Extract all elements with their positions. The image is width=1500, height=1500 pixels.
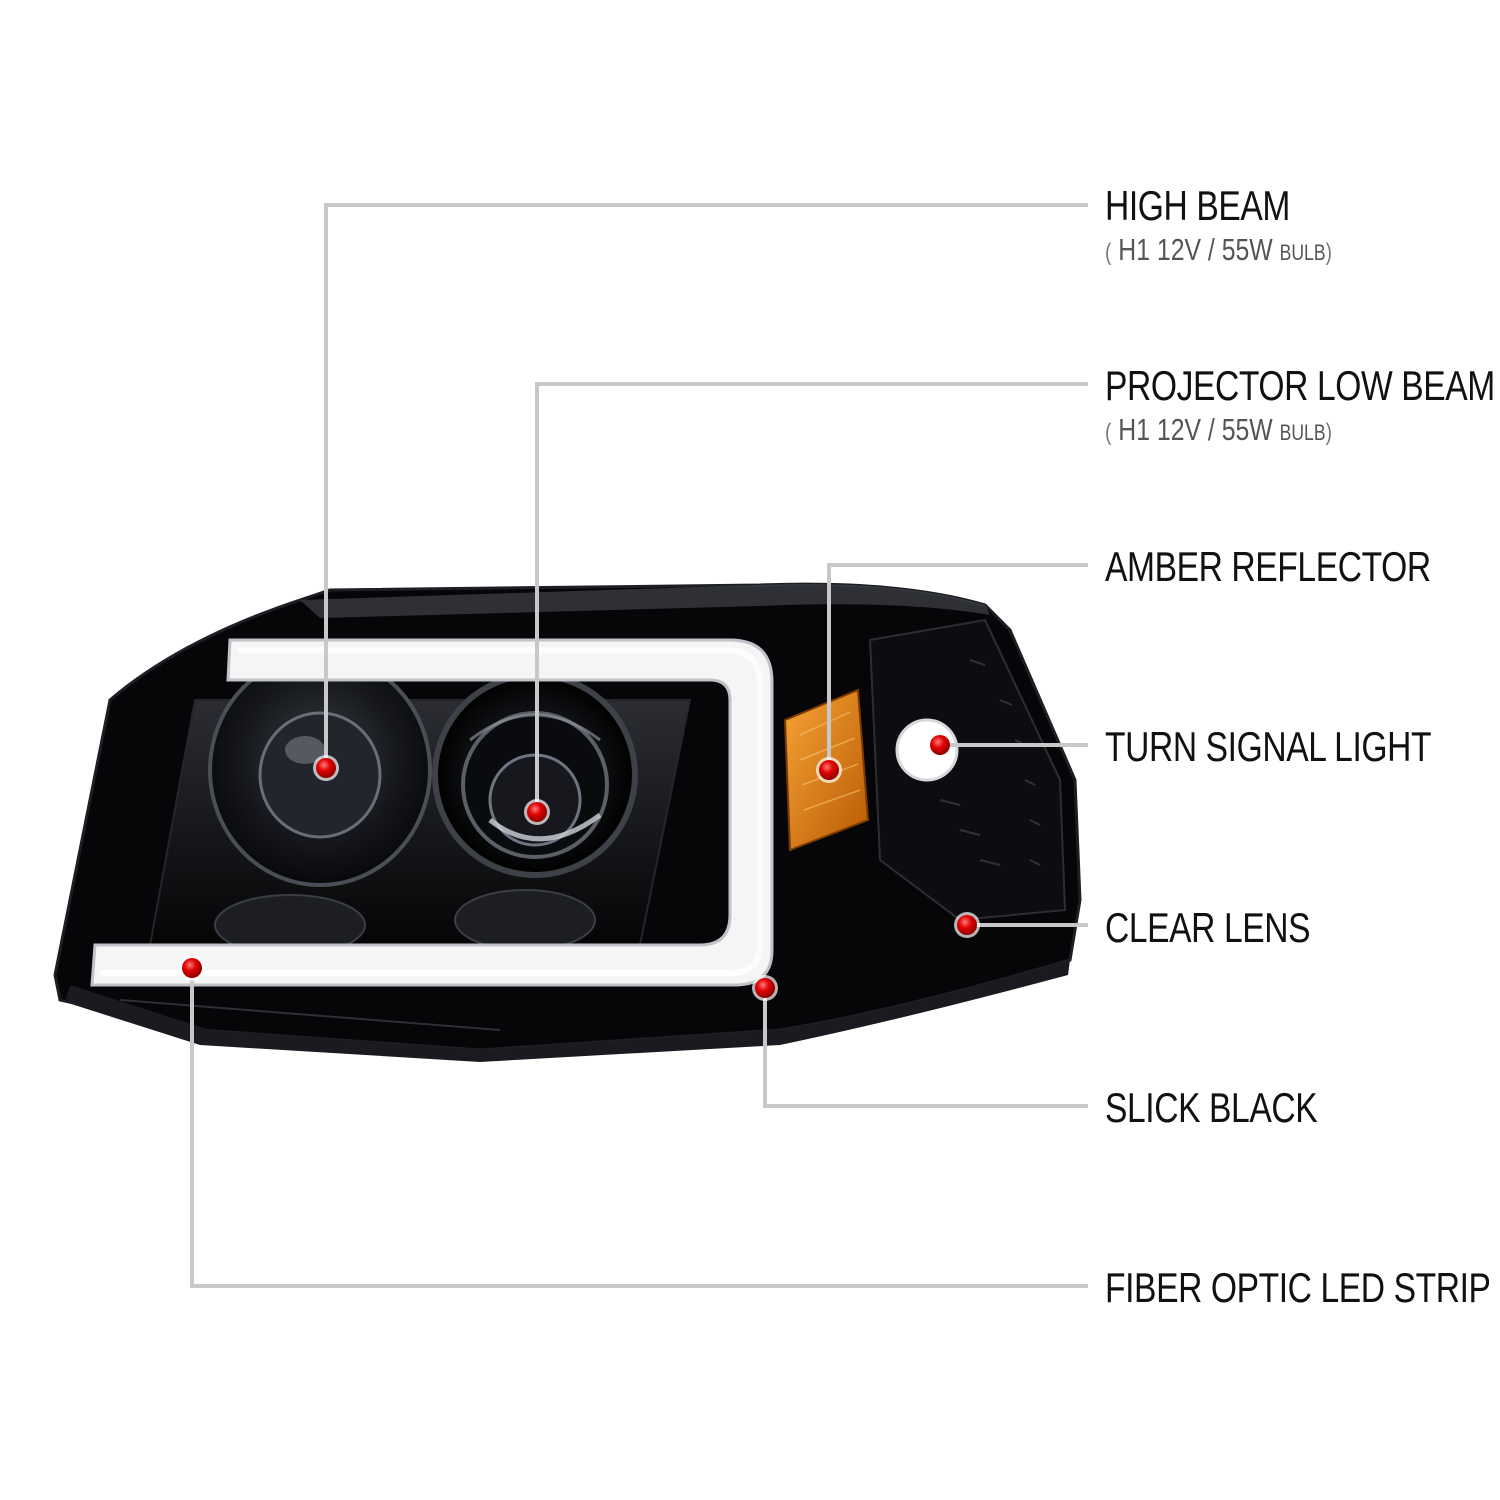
callout-title-turn-signal-light: TURN SIGNAL LIGHT — [1105, 723, 1432, 770]
callout-title-amber-reflector: AMBER REFLECTOR — [1105, 543, 1431, 590]
callout-title-clear-lens: CLEAR LENS — [1105, 904, 1311, 951]
marker-amber-reflector — [816, 757, 842, 783]
markers — [179, 735, 980, 1001]
marker-projector-low-beam — [524, 799, 550, 825]
marker-turn-signal-light — [930, 735, 950, 755]
callout-spec-high-beam: ( H1 12V / 55W BULB) — [1105, 232, 1332, 267]
callout-spec-projector-low-beam: ( H1 12V / 55W BULB) — [1105, 412, 1332, 447]
marker-clear-lens — [954, 912, 980, 938]
marker-high-beam — [313, 755, 339, 781]
callout-title-slick-black: SLICK BLACK — [1105, 1084, 1318, 1131]
callout-title-projector-low-beam: PROJECTOR LOW BEAM — [1105, 362, 1495, 409]
callout-title-fiber-optic-led-strip: FIBER OPTIC LED STRIP — [1105, 1264, 1491, 1311]
fiber-optic-led-strip-tube — [90, 638, 774, 987]
leader-projector-low-beam — [535, 382, 1088, 810]
lower-reflectors — [214, 889, 596, 956]
leader-lines — [190, 203, 1088, 1288]
corner-lamp — [868, 618, 1067, 922]
leader-high-beam — [324, 203, 1088, 768]
callout-title-high-beam: HIGH BEAM — [1105, 182, 1290, 229]
leader-amber-reflector — [827, 563, 1088, 768]
turn-signal-bulb — [895, 718, 959, 782]
marker-fiber-optic-led-strip — [179, 955, 205, 981]
leader-slick-black — [763, 990, 1088, 1108]
marker-slick-black — [752, 975, 778, 1001]
leader-fiber-optic-led-strip — [190, 970, 1088, 1288]
